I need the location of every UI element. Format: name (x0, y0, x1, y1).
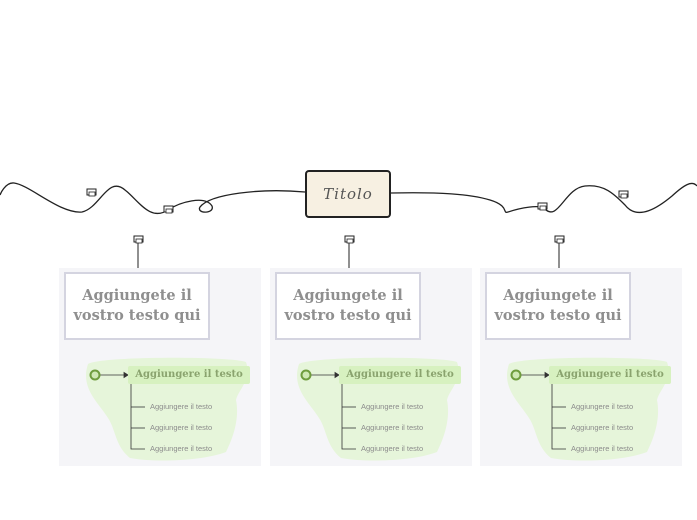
main-topic-1[interactable]: Aggiungere il testo (128, 366, 250, 384)
branch-heading-1[interactable]: Aggiungete il vostro testo qui (64, 272, 210, 340)
node-dot-icon[interactable] (300, 369, 312, 381)
subtopic-item[interactable]: Aggiungere il testo (361, 444, 424, 453)
branch-connector-3 (554, 235, 565, 272)
branch-heading-3[interactable]: Aggiungete il vostro testo qui (485, 272, 631, 340)
main-topic-label: Aggiungere il testo (346, 369, 454, 380)
root-topic[interactable]: Titolo (305, 170, 391, 218)
node-dot-icon[interactable] (510, 369, 522, 381)
root-topic-label: Titolo (323, 185, 373, 203)
link-marker-icon[interactable] (86, 188, 97, 197)
subtopic-item[interactable]: Aggiungere il testo (571, 402, 634, 411)
main-topic-3[interactable]: Aggiungere il testo (549, 366, 671, 384)
node-dot-icon[interactable] (89, 369, 101, 381)
topic-tree-1 (100, 371, 145, 450)
topic-tree-2 (311, 371, 356, 450)
subtopic-item[interactable]: Aggiungere il testo (150, 423, 213, 432)
branch-heading-text: Aggiungete il vostro testo qui (494, 287, 622, 324)
connector-line-left (0, 182, 306, 214)
link-marker-icon[interactable] (163, 205, 174, 214)
branch-heading-2[interactable]: Aggiungete il vostro testo qui (275, 272, 421, 340)
main-topic-label: Aggiungere il testo (556, 369, 664, 380)
subtopic-item[interactable]: Aggiungere il testo (571, 423, 634, 432)
subtopic-item[interactable]: Aggiungere il testo (361, 402, 424, 411)
branch-connector-2 (344, 235, 355, 272)
branch-heading-text: Aggiungete il vostro testo qui (284, 287, 412, 324)
link-marker-icon[interactable] (618, 190, 629, 199)
branch-heading-text: Aggiungete il vostro testo qui (73, 287, 201, 324)
subtopic-item[interactable]: Aggiungere il testo (150, 402, 213, 411)
subtopic-item[interactable]: Aggiungere il testo (361, 423, 424, 432)
main-topic-label: Aggiungere il testo (135, 369, 243, 380)
branch-connector-1 (133, 235, 144, 272)
connector-line-right (390, 182, 697, 214)
topic-tree-3 (521, 371, 566, 450)
main-topic-2[interactable]: Aggiungere il testo (339, 366, 461, 384)
link-marker-icon[interactable] (537, 202, 548, 211)
subtopic-item[interactable]: Aggiungere il testo (571, 444, 634, 453)
subtopic-item[interactable]: Aggiungere il testo (150, 444, 213, 453)
